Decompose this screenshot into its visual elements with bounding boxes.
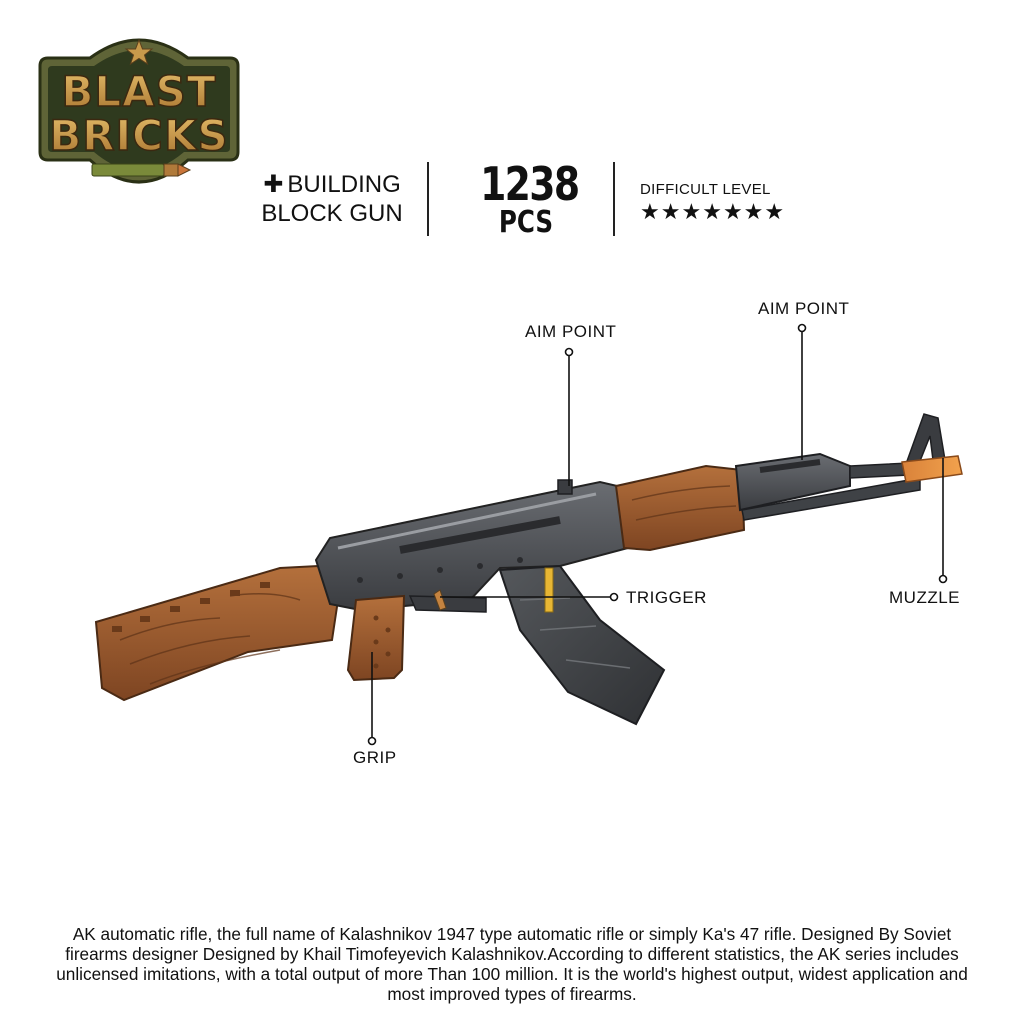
star-icon: ★ — [722, 199, 744, 224]
callout-muzzle: MUZZLE — [889, 588, 960, 607]
rifle-grip — [346, 594, 406, 682]
rifle-barrel — [741, 477, 921, 521]
rifle-muzzle — [901, 455, 963, 483]
piece-count: 1238 PCS — [470, 160, 582, 238]
star-icon: ★ — [640, 199, 661, 224]
rifle-accent-bar — [544, 567, 554, 613]
difficulty-rating: DIFFICULT LEVEL ★★★★★★★ — [640, 181, 785, 224]
brand-logo: BLAST BRICKS — [30, 28, 248, 200]
rifle-stock — [94, 564, 340, 702]
star-icon: ★ — [702, 199, 723, 224]
callout-grip: GRIP — [353, 748, 397, 767]
star-icon: ★ — [764, 199, 786, 224]
rifle-magazine — [498, 564, 666, 726]
logo-line2: BRICKS — [49, 111, 229, 160]
rifle-receiver — [314, 480, 630, 612]
header-divider-right — [613, 162, 615, 236]
piece-count-number: 1238 — [480, 157, 580, 211]
rifle-rear-sight — [557, 479, 573, 495]
difficulty-stars: ★★★★★★★ — [640, 200, 785, 224]
product-description: AK automatic rifle, the full name of Kal… — [56, 924, 968, 1004]
piece-count-label: PCS — [498, 205, 554, 240]
star-icon: ★ — [681, 199, 703, 224]
callout-aim-point-front: AIM POINT — [758, 299, 850, 318]
callout-trigger: TRIGGER — [626, 588, 707, 607]
star-icon: ★ — [743, 199, 765, 224]
rifle-trigger — [433, 589, 447, 611]
rifle-handguard — [614, 464, 746, 552]
logo-line1: BLAST — [61, 67, 216, 116]
product-tagline: ✚BUILDING BLOCK GUN — [252, 170, 412, 228]
star-icon: ★ — [660, 199, 682, 224]
tagline-line1: BUILDING — [287, 171, 401, 198]
bullet-icon — [91, 163, 192, 177]
star-icon — [124, 38, 154, 66]
plus-icon: ✚ — [263, 171, 284, 198]
tagline-line2: BLOCK GUN — [261, 200, 403, 227]
difficulty-label: DIFFICULT LEVEL — [640, 181, 771, 198]
callout-aim-point-rear: AIM POINT — [525, 322, 617, 341]
header-divider-left — [427, 162, 429, 236]
